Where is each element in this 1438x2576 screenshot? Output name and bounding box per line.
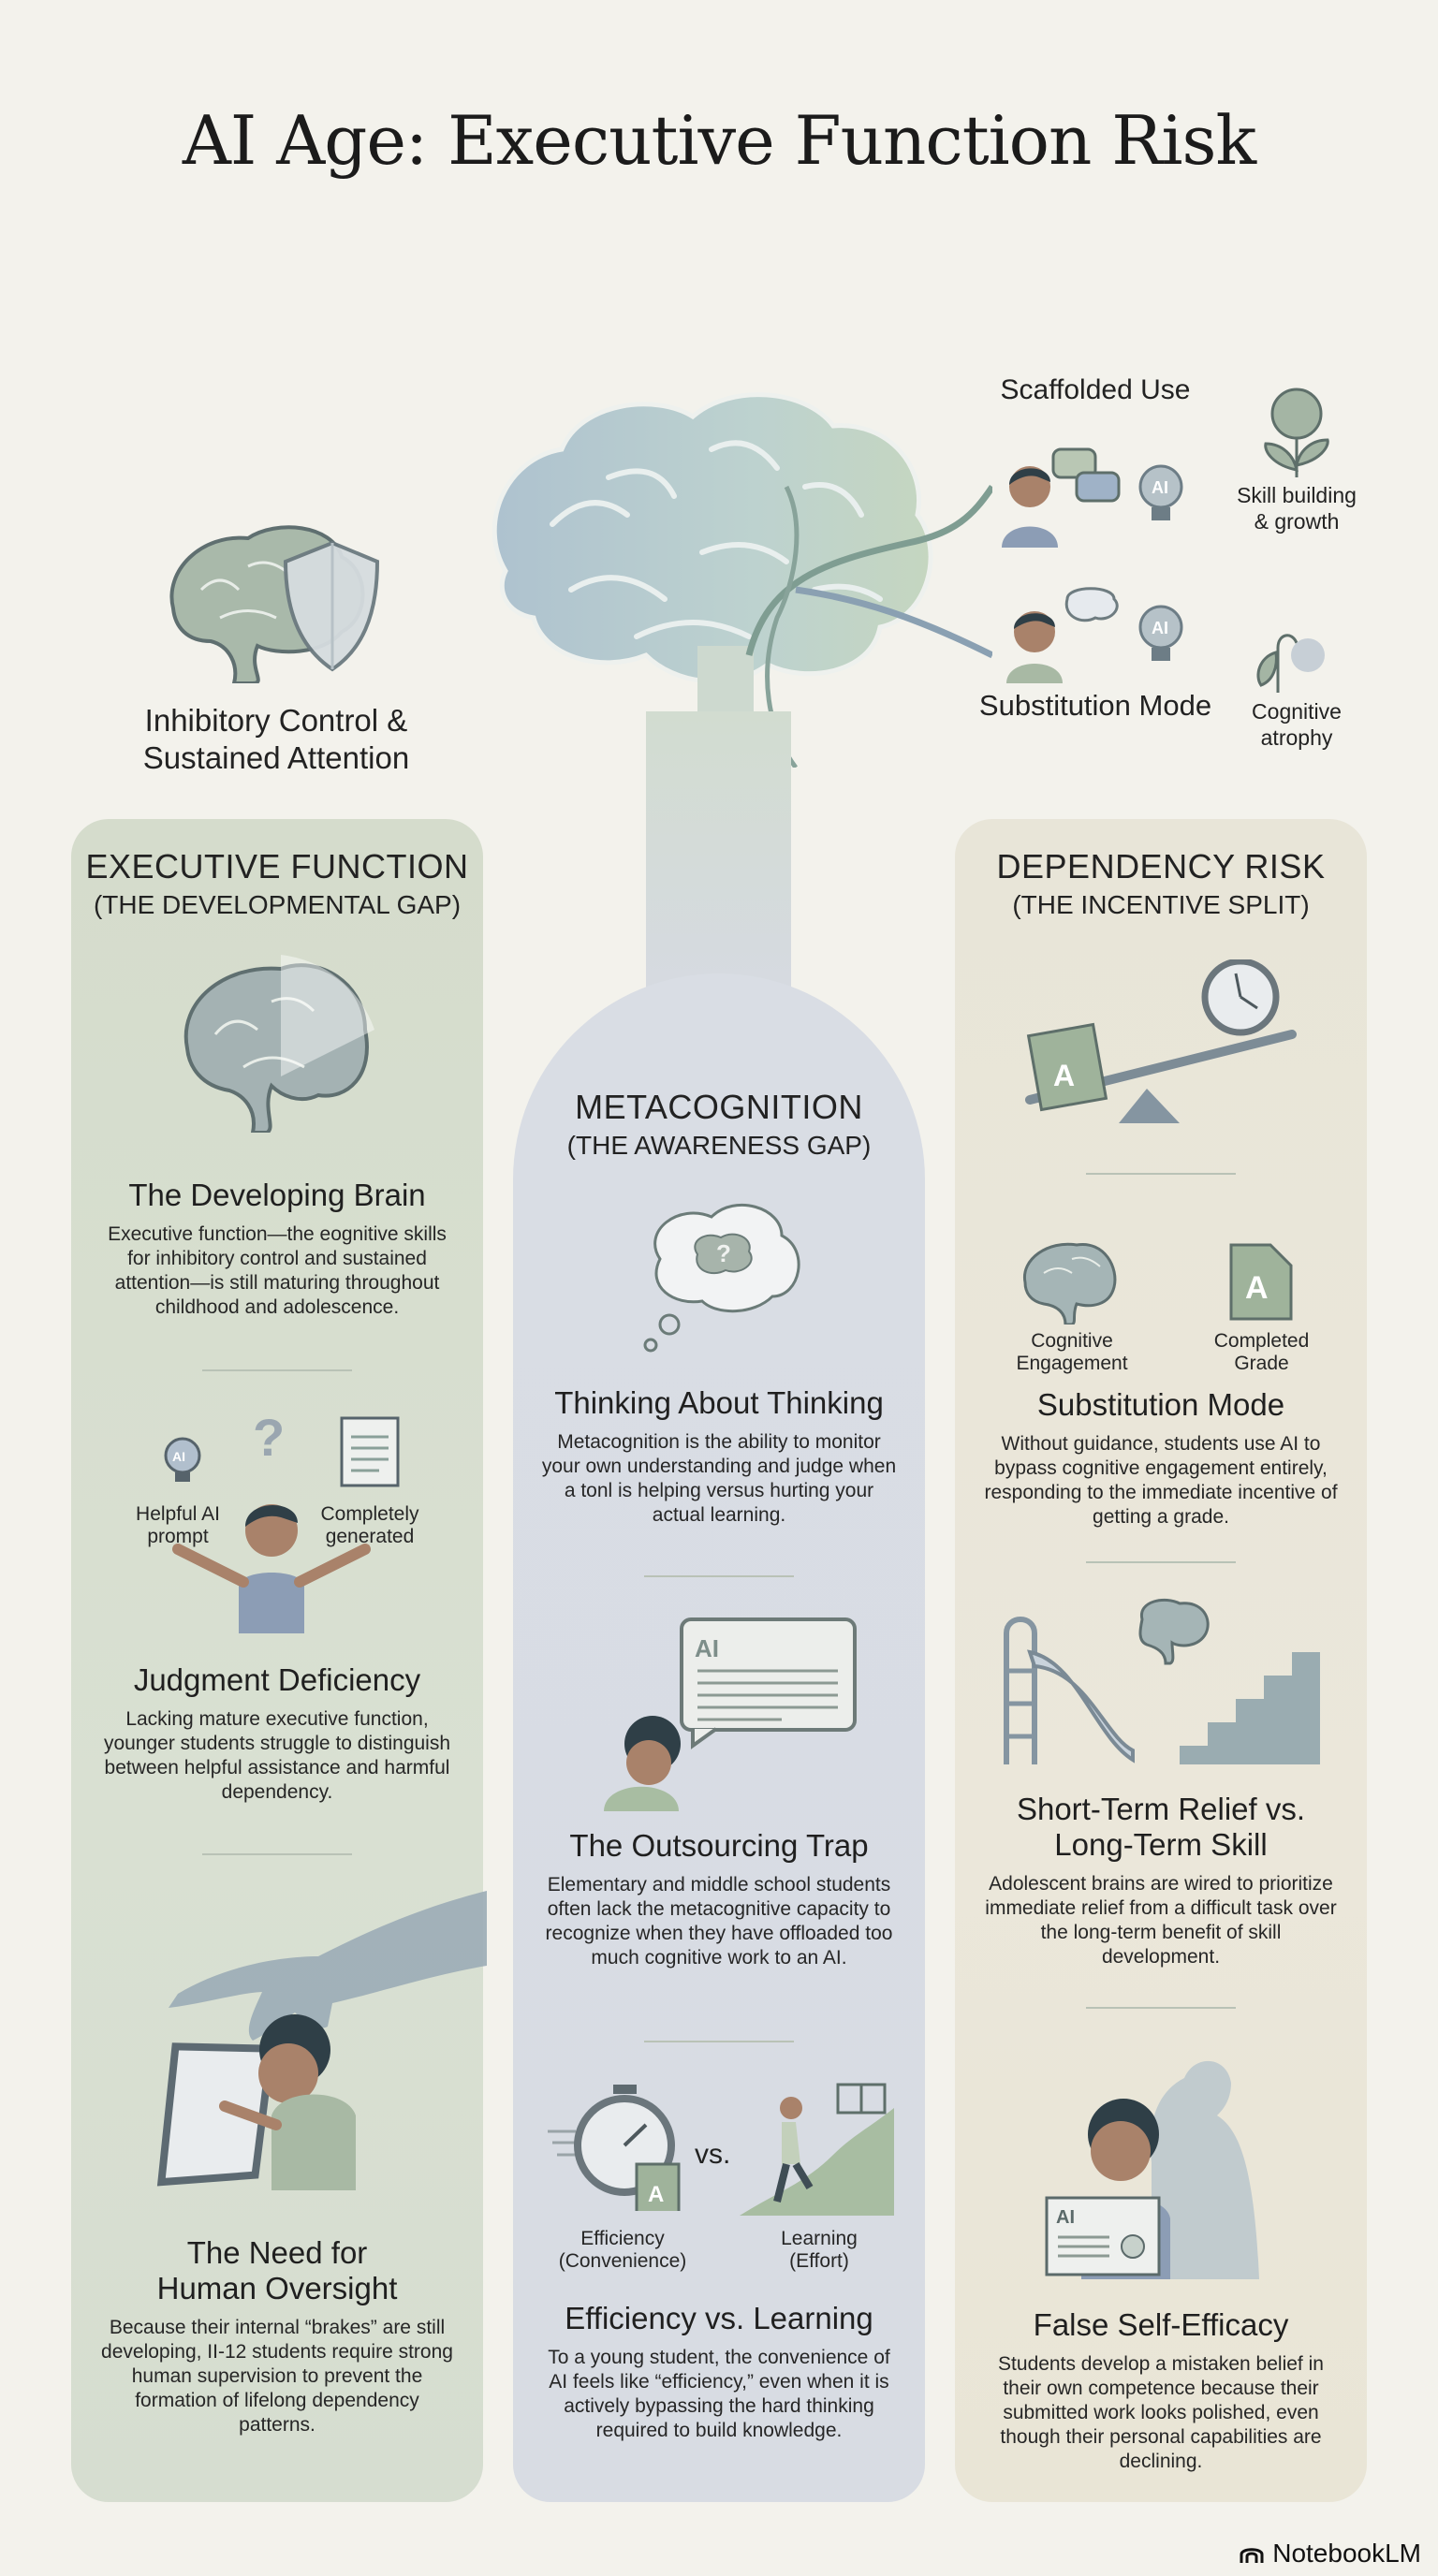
completed-grade-document-icon: A: [1229, 1243, 1293, 1321]
dependency-risk-heading: DEPENDENCY RISK (THE INCENTIVE SPLIT): [996, 847, 1326, 919]
svg-text:A: A: [1053, 1059, 1075, 1092]
completely-generated-label: Completely generated: [320, 1503, 419, 1547]
notebooklm-logo-icon: [1240, 2548, 1264, 2563]
stopwatch-grade-icon: A: [548, 2085, 681, 2211]
human-oversight-section: The Need for Human Oversight Because the…: [101, 2235, 453, 2436]
svg-text:A: A: [1245, 1270, 1269, 1306]
efficiency-vs-learning-section: Efficiency vs. Learning To a young stude…: [548, 2301, 890, 2441]
svg-text:?: ?: [716, 1239, 731, 1267]
skill-building-label: Skill building & growth: [1237, 483, 1357, 534]
cognitive-engagement-label: Cognitive Engagement: [1016, 1330, 1128, 1374]
scaffolded-student-ai-icon: AI: [1002, 447, 1183, 548]
substitution-mode-label: Substitution Mode: [978, 689, 1212, 722]
judgment-deficiency-section: Judgment Deficiency Lacking mature execu…: [103, 1662, 451, 1803]
svg-text:AI: AI: [1152, 478, 1168, 497]
student-climbing-hill-icon: [740, 2083, 894, 2216]
brain-stem-connector: [646, 711, 791, 1011]
outsourcing-trap-section: The Outsourcing Trap Elementary and midd…: [545, 1828, 893, 1969]
inhibitory-control-label: Inhibitory Control & Sustained Attention: [142, 703, 410, 775]
false-self-efficacy-section: False Self-Efficacy Students develop a m…: [998, 2307, 1324, 2472]
helpful-ai-prompt-label: Helpful AI prompt: [136, 1503, 220, 1547]
divider: [202, 1369, 352, 1371]
scaffolded-use-label: Scaffolded Use: [1000, 374, 1191, 405]
divider: [1086, 1561, 1236, 1563]
divider: [1086, 2007, 1236, 2009]
executive-function-heading: EXECUTIVE FUNCTION (THE DEVELOPMENTAL GA…: [85, 847, 469, 919]
slide-vs-stairs-icon: [1004, 1598, 1320, 1764]
completed-grade-label: Completed Grade: [1213, 1330, 1310, 1374]
thinking-about-thinking-section: Thinking About Thinking Metacognition is…: [541, 1385, 897, 1526]
student-ai-bubble-icon: AI: [604, 1617, 857, 1811]
page-title: AI Age: Executive Function Risk: [182, 101, 1256, 180]
cognitive-atrophy-label: Cognitive atrophy: [1252, 699, 1342, 750]
hand-tablet-oversight-icon: [156, 1891, 487, 2190]
svg-text:AI: AI: [695, 1634, 719, 1662]
divider: [1086, 1173, 1236, 1175]
developing-brain-icon: [183, 955, 374, 1133]
divider: [202, 1853, 352, 1855]
substitution-student-ai-icon: AI: [1006, 587, 1183, 683]
seesaw-grade-clock-icon: A: [1025, 959, 1297, 1123]
vs-label: vs.: [695, 2139, 731, 2170]
svg-text:?: ?: [253, 1409, 285, 1467]
confused-student-icon: AI ?: [164, 1409, 400, 1633]
divider: [644, 1575, 794, 1577]
metacognition-heading: METACOGNITION (THE AWARENESS GAP): [566, 1088, 872, 1160]
thought-cloud-question-icon: ?: [643, 1203, 800, 1353]
learning-effort-label: Learning (Effort): [781, 2228, 858, 2272]
student-certificate-shadow-icon: AI: [1045, 2060, 1259, 2279]
notebooklm-brand: NotebookLM: [1239, 2539, 1421, 2569]
engagement-brain-icon: [1023, 1242, 1117, 1325]
central-brain-tree-icon: [492, 392, 992, 768]
puzzle-plant-growth-icon: [1264, 388, 1329, 477]
brain-shield-icon: [169, 525, 380, 683]
executive-function-panel: [71, 819, 483, 2502]
divider: [644, 2041, 794, 2042]
substitution-mode-section: Substitution Mode Without guidance, stud…: [984, 1387, 1338, 1528]
short-term-relief-section: Short-Term Relief vs. Long-Term Skill Ad…: [985, 1792, 1337, 1968]
developing-brain-section: The Developing Brain Executive function—…: [108, 1178, 447, 1318]
efficiency-convenience-label: Efficiency (Convenience): [558, 2228, 687, 2272]
svg-text:AI: AI: [172, 1449, 185, 1464]
wilting-plant-atrophy-icon: [1256, 634, 1325, 693]
svg-text:A: A: [648, 2182, 664, 2207]
svg-text:AI: AI: [1056, 2207, 1075, 2228]
svg-text:AI: AI: [1152, 619, 1168, 637]
